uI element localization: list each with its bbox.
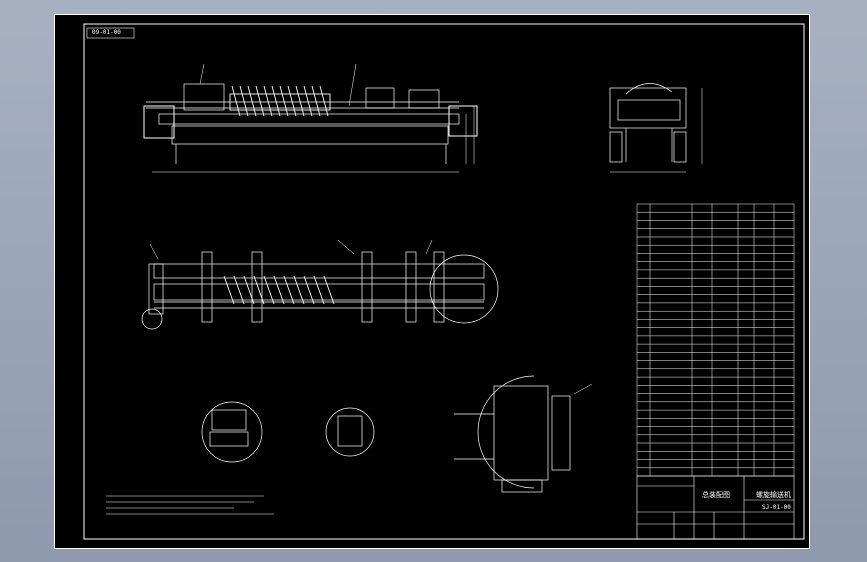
drawing-corner-code: 09-01-00 [92, 29, 121, 36]
top-front-view [143, 63, 478, 173]
top-side-view [609, 83, 703, 173]
bom-table [636, 203, 795, 477]
main-section-view [141, 239, 499, 330]
technical-notes [106, 495, 274, 515]
detail-views [201, 375, 593, 493]
cad-drawing [54, 14, 810, 549]
title-block-drawing-number: SJ-01-00 [762, 504, 791, 511]
title-block-drawing-name: 总装配图 [702, 491, 730, 499]
title-block [636, 475, 795, 540]
title-block-project: 螺旋输送机 [756, 491, 791, 499]
drawing-sheet: 09-01-00 总装配图 螺旋输送机 SJ-01-00 [54, 14, 810, 549]
